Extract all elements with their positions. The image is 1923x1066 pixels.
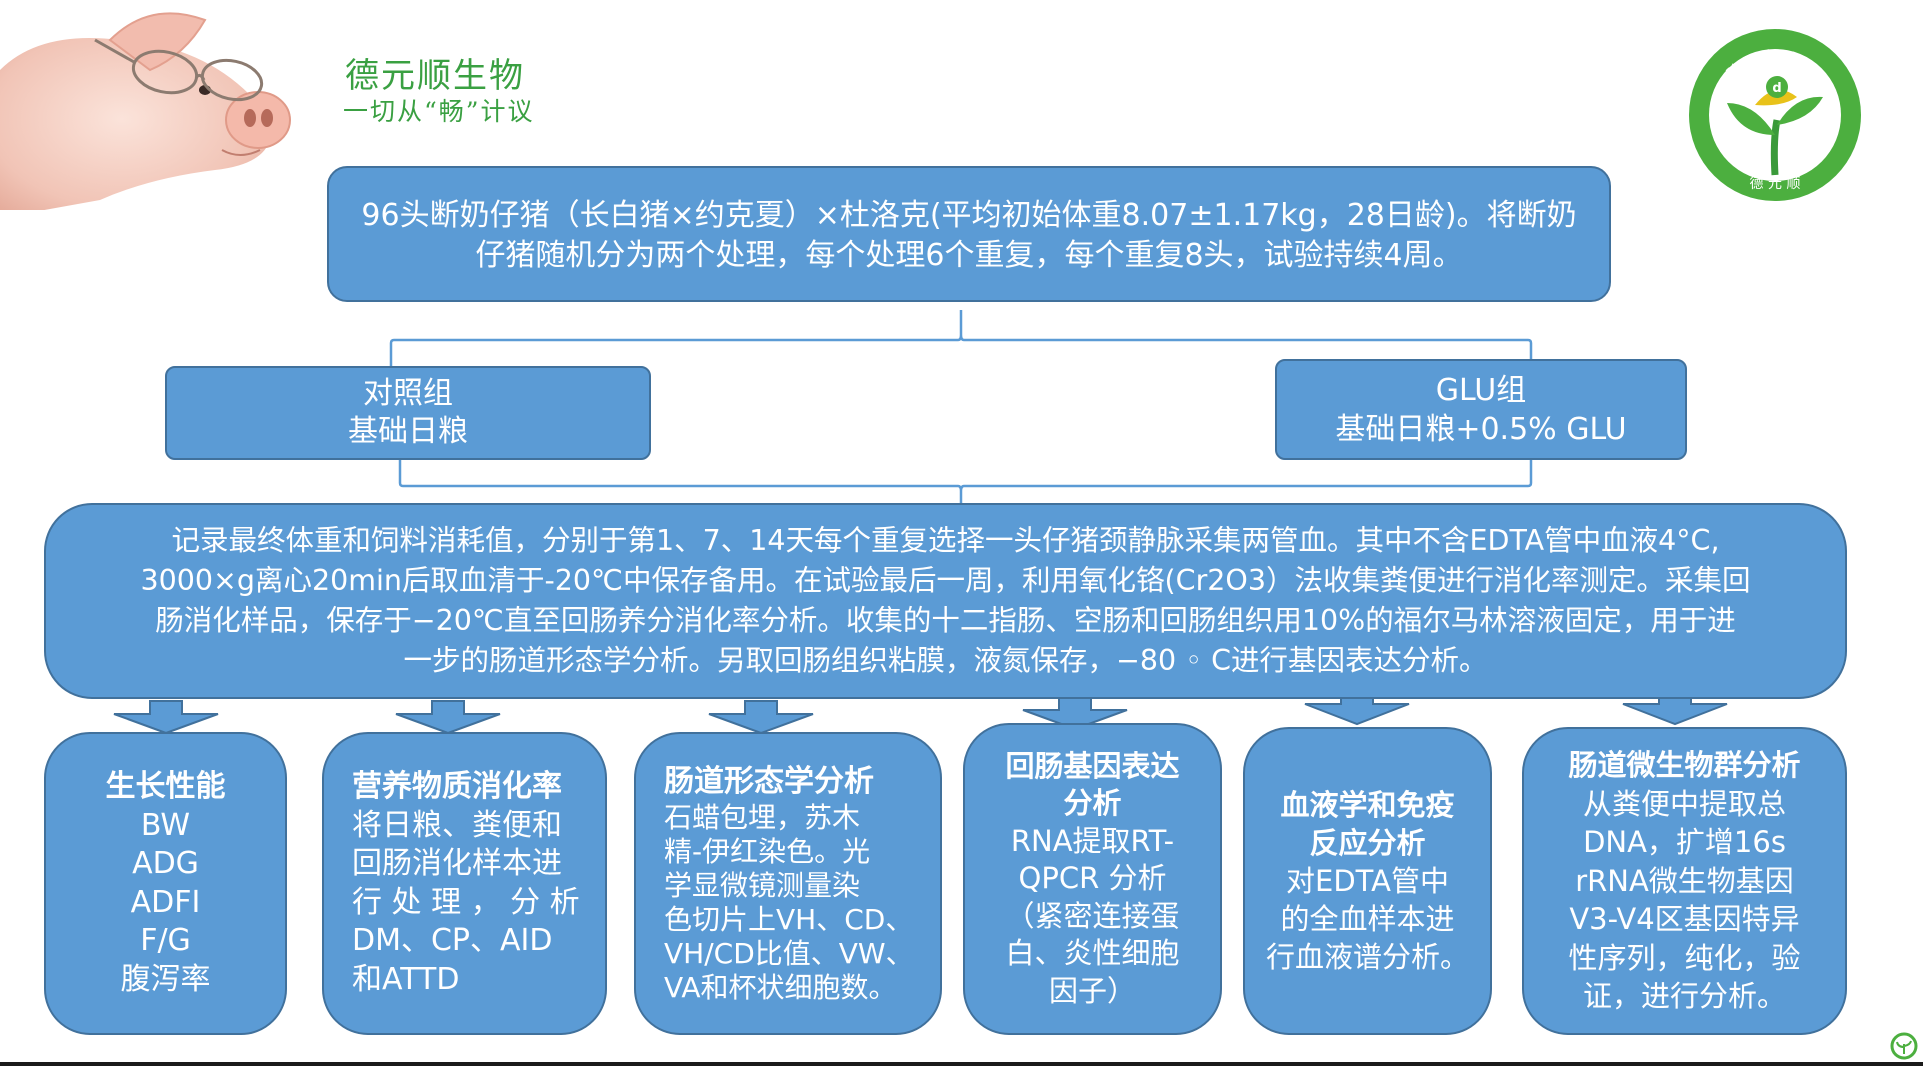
card-gut-microbiota: 肠道微生物群分析 从粪便中提取总 DNA，扩增16s rRNA微生物基因 V3-…	[1522, 727, 1847, 1035]
card-line: 将日粮、粪便和	[352, 807, 562, 843]
card-title: 肠道微生物群分析	[1568, 748, 1801, 783]
card-line: RNA提取RT-	[1010, 823, 1175, 858]
card-title: 生长性能	[105, 769, 226, 804]
card-intestinal-morphology: 肠道形态学分析 石蜡包埋，苏木 精-伊红染色。光 学显微镜测量染 色切片上VH、…	[634, 732, 942, 1035]
card-title: 回肠基因表达	[1005, 748, 1180, 783]
card-line: DM、CP、AID	[352, 923, 553, 958]
card-line: 回肠消化样本进	[352, 846, 562, 881]
logo-chars: 德 元 顺	[1750, 176, 1801, 192]
card-line: 色切片上VH、CD、	[664, 902, 914, 936]
card-line: F/G	[140, 923, 191, 958]
card-line: 对EDTA管中	[1286, 864, 1449, 898]
card-line: V3-V4区基因特异	[1569, 902, 1800, 937]
card-line: 学显微镜测量染	[664, 868, 861, 902]
svg-text:d: d	[1772, 81, 1781, 96]
card-line: QPCR 分析	[1018, 861, 1167, 896]
card-ileal-gene-expression: 回肠基因表达 分析 RNA提取RT- QPCR 分析 （紧密连接蛋 白、炎性细胞…	[963, 723, 1222, 1035]
control-group-diet: 基础日粮	[348, 414, 468, 449]
card-line: 行 处 理 ， 分 析	[352, 884, 580, 920]
card-line: VA和杯状细胞数。	[664, 970, 897, 1004]
card-title: 营养物质消化率	[352, 769, 562, 804]
procedure-line-3: 肠消化样品，保存于−20℃直至回肠养分消化率分析。收集的十二指肠、空肠和回肠组织…	[155, 604, 1736, 637]
brand-name: 德元顺生物	[345, 56, 525, 96]
card-title: 反应分析	[1309, 826, 1426, 860]
card-title: 分析	[1063, 786, 1122, 821]
card-line: ADFI	[130, 884, 201, 920]
card-line: 证，进行分析。	[1582, 979, 1786, 1014]
procedure-line-2: 3000×g离心20min后取血清于-20℃中保存备用。在试验最后一周，利用氧化…	[140, 564, 1751, 597]
brand-slogan: 一切从“畅”计议	[343, 97, 535, 126]
glu-group-box: GLU组 基础日粮+0.5% GLU	[1275, 359, 1687, 460]
glu-group-name: GLU组	[1435, 372, 1527, 408]
card-line: 的全血样本进	[1280, 902, 1455, 936]
card-line: （紧密连接蛋	[1005, 898, 1180, 933]
procedure-line-1: 记录最终体重和饲料消耗值，分别于第1、7、14天每个重复选择一头仔猪颈静脉采集两…	[171, 524, 1720, 557]
card-title: 肠道形态学分析	[664, 763, 874, 799]
card-line: 行血液谱分析。	[1265, 940, 1469, 974]
card-growth-performance: 生长性能 BW ADG ADFI F/G 腹泻率	[44, 732, 287, 1035]
card-line: 从粪便中提取总	[1582, 786, 1786, 821]
card-line: BW	[140, 807, 191, 843]
control-group-name: 对照组	[363, 376, 453, 411]
card-line: ADG	[132, 846, 199, 881]
card-line: 性序列，纯化，验	[1568, 940, 1801, 975]
card-line: DNA，扩增16s	[1583, 825, 1786, 860]
card-line: 白、炎性细胞	[1005, 936, 1180, 971]
procedure-box: 记录最终体重和饲料消耗值，分别于第1、7、14天每个重复选择一头仔猪颈静脉采集两…	[44, 503, 1847, 699]
study-design-box: 96头断奶仔猪（长白猪×约克夏）×杜洛克(平均初始体重8.07±1.17kg，2…	[327, 166, 1611, 302]
procedure-line-4: 一步的肠道形态学分析。另取回肠组织粘膜，液氮保存，−80 ◦ C进行基因表达分析…	[403, 644, 1488, 677]
glu-group-diet: 基础日粮+0.5% GLU	[1335, 411, 1627, 447]
card-line: VH/CD比值、VW、	[664, 936, 914, 970]
bottom-divider	[0, 1062, 1923, 1066]
control-group-box: 对照组 基础日粮	[165, 366, 651, 460]
card-line: 精-伊红染色。光	[664, 834, 871, 868]
card-line: 因子）	[1048, 973, 1136, 1008]
card-line: 腹泻率	[120, 961, 211, 997]
pig-illustration	[0, 12, 340, 220]
card-blood-immune: 血液学和免疫 反应分析 对EDTA管中 的全血样本进 行血液谱分析。	[1243, 727, 1492, 1035]
card-title: 血液学和免疫	[1280, 788, 1455, 822]
study-design-line-2: 仔猪随机分为两个处理，每个处理6个重复，每个重复8头，试验持续4周。	[475, 238, 1463, 273]
brand-logo: Bio-Technology d 德 元 顺	[1689, 29, 1861, 201]
study-design-line-1: 96头断奶仔猪（长白猪×约克夏）×杜洛克(平均初始体重8.07±1.17kg，2…	[361, 198, 1577, 233]
card-line: 和ATTD	[352, 961, 460, 997]
card-nutrient-digestibility: 营养物质消化率 将日粮、粪便和 回肠消化样本进 行 处 理 ， 分 析 DM、C…	[322, 732, 607, 1035]
corner-logo-icon	[1890, 1032, 1918, 1060]
card-line: rRNA微生物基因	[1575, 863, 1794, 898]
card-line: 石蜡包埋，苏木	[664, 800, 861, 834]
